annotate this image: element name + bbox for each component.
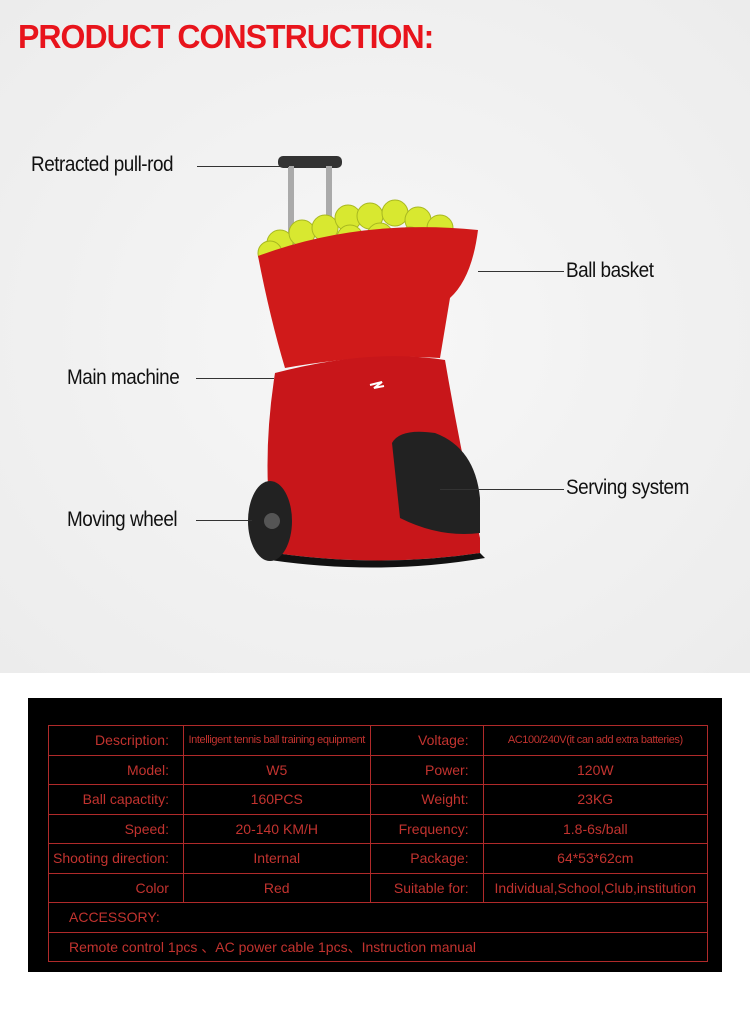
accessory-value: Remote control 1pcs 、AC power cable 1pcs…	[48, 931, 708, 962]
spec-key: Description:	[48, 725, 184, 756]
spec-value: Intelligent tennis ball training equipme…	[182, 725, 371, 756]
spec-key: Power:	[369, 754, 484, 785]
tennis-ball-machine-image	[248, 156, 485, 568]
pointer-line	[478, 271, 564, 272]
pointer-line	[196, 378, 274, 379]
pointer-line	[197, 166, 289, 167]
spec-value: 160PCS	[182, 784, 371, 815]
spec-key: Shooting direction:	[48, 843, 184, 874]
label-serving-system: Serving system	[566, 476, 689, 499]
page-title: PRODUCT CONSTRUCTION:	[18, 18, 434, 55]
spec-row: Description:Intelligent tennis ball trai…	[48, 725, 709, 756]
label-moving-wheel: Moving wheel	[67, 508, 178, 531]
accessory-label: ACCESSORY:	[48, 902, 708, 933]
spec-key: Suitable for:	[369, 872, 484, 903]
spec-value: Individual,School,Club,institution	[482, 872, 709, 903]
spec-value: Internal	[182, 843, 371, 874]
spec-value: AC100/240V(it can add extra batteries)	[482, 725, 709, 756]
label-pull-rod: Retracted pull-rod	[31, 153, 174, 176]
pointer-line	[440, 489, 564, 490]
accessory-value-row: Remote control 1pcs 、AC power cable 1pcs…	[48, 931, 708, 962]
spec-key: Model:	[48, 754, 184, 785]
pointer-line	[196, 520, 252, 521]
spec-key: Color	[48, 872, 184, 903]
spec-panel: Description:Intelligent tennis ball trai…	[28, 698, 722, 972]
spec-value: 20-140 KM/H	[182, 813, 371, 844]
accessory-header-row: ACCESSORY:	[48, 902, 708, 933]
label-ball-basket: Ball basket	[566, 259, 654, 282]
spec-key: Weight:	[369, 784, 484, 815]
spec-value: 1.8-6s/ball	[482, 813, 709, 844]
spec-value: 23KG	[482, 784, 709, 815]
spec-value: 64*53*62cm	[482, 843, 709, 874]
spec-key: Frequency:	[369, 813, 484, 844]
spec-value: W5	[182, 754, 371, 785]
spec-key: Voltage:	[369, 725, 484, 756]
spec-value: 120W	[482, 754, 709, 785]
label-main-machine: Main machine	[67, 366, 180, 389]
spec-table: Description:Intelligent tennis ball trai…	[48, 725, 709, 962]
spec-key: Package:	[369, 843, 484, 874]
spec-key: Ball capactity:	[48, 784, 184, 815]
spec-key: Speed:	[48, 813, 184, 844]
spec-value: Red	[182, 872, 371, 903]
